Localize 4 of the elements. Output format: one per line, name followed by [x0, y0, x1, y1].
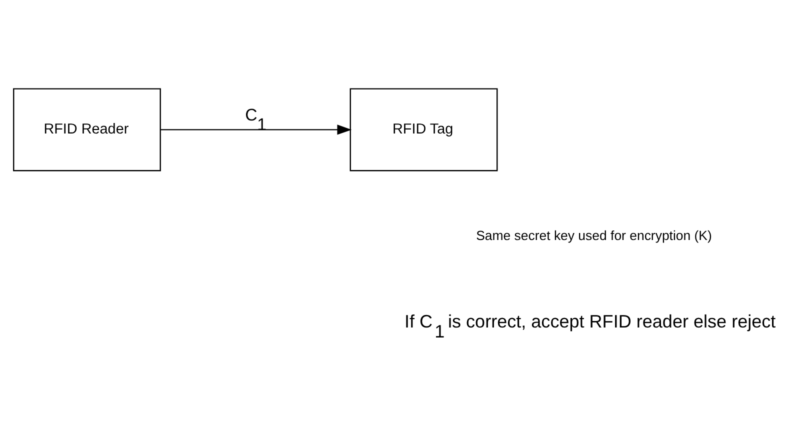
label: Same secret key used for encryption (K): [476, 228, 712, 244]
arrow: [160, 124, 352, 135]
node-box: RFID Tag: [350, 88, 498, 172]
node-box: RFID Reader: [13, 88, 161, 172]
